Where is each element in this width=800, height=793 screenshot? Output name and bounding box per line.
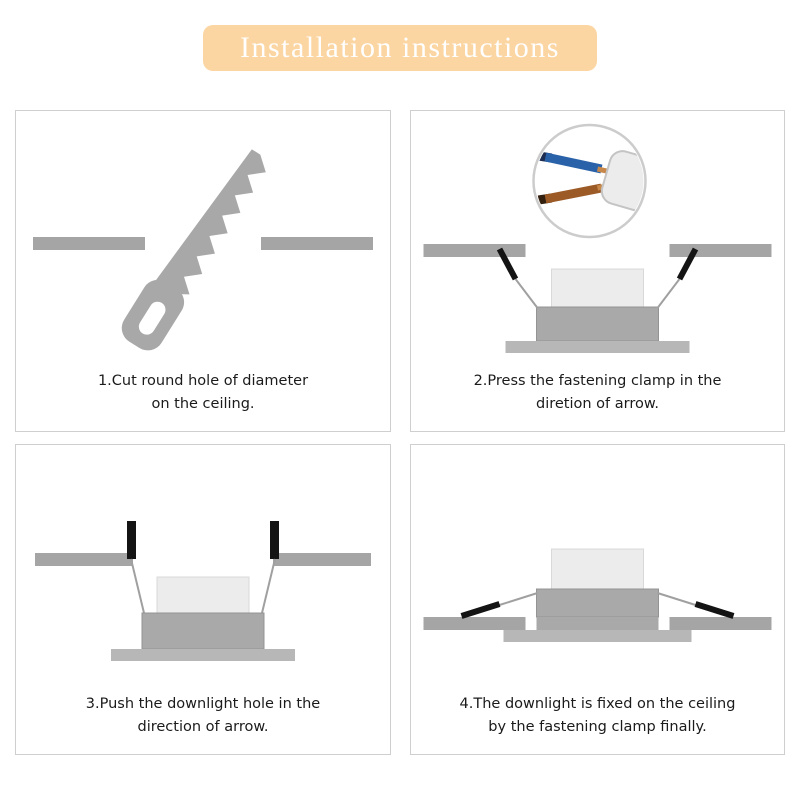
- downlight-trim: [505, 341, 690, 353]
- ceiling-left-segment: [423, 244, 526, 257]
- page-title: Installation instructions: [240, 31, 560, 64]
- saw-cutting-ceiling-drawing: [33, 149, 373, 351]
- clamp-spring-left: [514, 278, 539, 309]
- step-3-illustration: [16, 445, 390, 693]
- step-2-panel: 2.Press the fastening clamp in the diret…: [410, 110, 785, 432]
- clamp-spring-right: [657, 592, 696, 606]
- fastening-clamp-left: [496, 247, 519, 281]
- step-4-caption: 4.The downlight is fixed on the ceiling …: [411, 693, 784, 754]
- fastening-clamp-right: [270, 521, 279, 559]
- fastening-clamp-right: [676, 247, 699, 281]
- step-3-caption: 3.Push the downlight hole in the directi…: [16, 693, 390, 754]
- step-3-caption-line-1: 3.Push the downlight hole in the: [85, 696, 321, 713]
- downlight-diffuser: [551, 268, 644, 308]
- step-2-caption-line-1: 2.Press the fastening clamp in the: [473, 373, 722, 390]
- ceiling-left-segment: [423, 617, 526, 630]
- downlight-trim: [111, 649, 295, 661]
- step-1-panel: 1.Cut round hole of diameter on the ceil…: [15, 110, 391, 432]
- ceiling-right-segment: [669, 244, 772, 257]
- downlight-fixed-drawing: [423, 548, 772, 642]
- ceiling-right-segment: [261, 237, 373, 250]
- fastening-clamp-right: [694, 601, 735, 619]
- saw-blade: [155, 149, 266, 295]
- step-4-panel: 4.The downlight is fixed on the ceiling …: [410, 444, 785, 755]
- fastening-clamp-left: [460, 601, 501, 619]
- step-2-caption: 2.Press the fastening clamp in the diret…: [411, 370, 784, 431]
- wire-detail-group: [537, 150, 644, 215]
- step-1-caption-line-1: 1.Cut round hole of diameter: [97, 373, 309, 390]
- downlight-diffuser: [156, 576, 250, 614]
- step-1-caption: 1.Cut round hole of diameter on the ceil…: [16, 370, 390, 431]
- step-3-caption-line-2: direction of arrow.: [137, 718, 269, 735]
- press-clamp-drawing: [423, 123, 772, 353]
- downlight-diffuser: [551, 548, 644, 590]
- downlight-body-through: [536, 617, 659, 630]
- downlight-body: [536, 306, 659, 342]
- saw-handle-slot: [138, 301, 166, 335]
- downlight-body: [536, 588, 659, 618]
- clamp-spring-right: [261, 558, 276, 614]
- handsaw-icon: [121, 149, 266, 351]
- ceiling-left-segment: [35, 553, 133, 566]
- step-3-panel: 3.Push the downlight hole in the directi…: [15, 444, 391, 755]
- step-4-caption-line-1: 4.The downlight is fixed on the ceiling: [459, 696, 736, 713]
- step-1-illustration: [16, 111, 390, 370]
- clamp-spring-right: [656, 278, 681, 309]
- step-4-illustration: [411, 445, 784, 693]
- clamp-spring-left: [499, 592, 538, 606]
- ceiling-right-segment: [669, 617, 772, 630]
- downlight-body: [141, 612, 265, 650]
- wire-blue: [544, 152, 603, 174]
- downlight-trim: [503, 630, 692, 642]
- push-downlight-drawing: [35, 521, 371, 661]
- step-2-caption-line-2: diretion of arrow.: [535, 395, 659, 412]
- ceiling-right-segment: [273, 553, 371, 566]
- step-2-illustration: [411, 111, 784, 370]
- fastening-clamp-left: [127, 521, 136, 559]
- wire-brown: [544, 183, 603, 204]
- title-banner: Installation instructions: [203, 25, 597, 71]
- step-4-caption-line-2: by the fastening clamp finally.: [488, 718, 707, 735]
- ceiling-left-segment: [33, 237, 145, 250]
- clamp-spring-left: [130, 558, 145, 614]
- step-1-caption-line-2: on the ceiling.: [151, 395, 255, 412]
